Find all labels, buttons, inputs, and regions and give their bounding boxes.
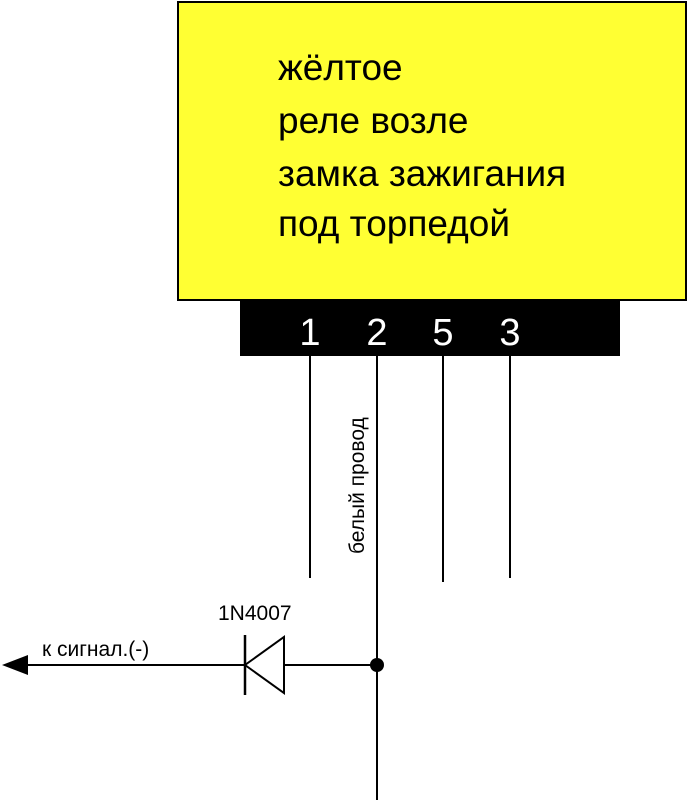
pin-label-1: 1 xyxy=(299,312,320,354)
relay-label-line-4: под торпедой xyxy=(278,203,510,244)
diode-label: 1N4007 xyxy=(218,602,292,625)
relay-label-line-3: замка зажигания xyxy=(278,153,566,194)
white-wire-label: белый провод xyxy=(346,417,369,554)
pin-label-2: 2 xyxy=(366,312,387,354)
relay-connector xyxy=(240,300,620,356)
relay-label-line-1: жёлтое xyxy=(278,47,403,88)
pin-label-3: 3 xyxy=(499,312,520,354)
relay-label-line-2: реле возле xyxy=(278,100,469,141)
relay-box xyxy=(177,1,687,301)
arrow-left-icon xyxy=(2,655,28,675)
diode-symbol-icon xyxy=(243,635,285,695)
pin-label-5: 5 xyxy=(432,312,453,354)
signal-output-label: к сигнал.(-) xyxy=(42,638,149,661)
